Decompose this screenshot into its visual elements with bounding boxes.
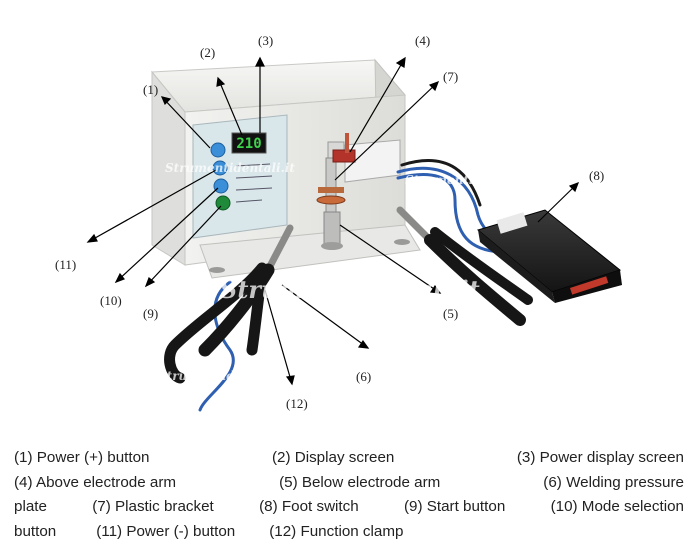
clamp-jaw [264, 224, 294, 274]
product-photo: 210 [55, 33, 622, 412]
foot-switch-label [496, 212, 528, 234]
mode-selection-button[interactable] [213, 178, 229, 194]
watermark-text: Strumentidentali.it [405, 173, 535, 187]
arrowhead [428, 80, 440, 92]
caption-item-start-button: (9) Start button [403, 498, 506, 515]
function-clamp [164, 224, 294, 384]
welding-pressure-plate [316, 195, 346, 205]
callout-line-5 [339, 224, 441, 294]
arrowhead [144, 277, 156, 288]
callout-number-4: (4) [415, 33, 430, 48]
clamp-grip-black [164, 262, 268, 384]
machine-foot-right [394, 239, 410, 245]
panel-text-line [235, 175, 273, 179]
display-screen [231, 132, 267, 154]
caption-item-power-plus: (1) Power (+) button [14, 449, 150, 466]
arrowhead [395, 56, 406, 68]
above-electrode-arm [332, 149, 356, 163]
foot-switch [476, 209, 622, 303]
black-cable [400, 159, 482, 207]
caption-item-welding-pressure: (6) Welding pressure [543, 473, 684, 491]
watermark-text: Strumentidentali.it [220, 275, 480, 304]
caption-item-plate: plate [14, 498, 47, 515]
caption-line: (4) Above electrode arm (5) Below electr… [14, 471, 684, 496]
callout-line-10 [115, 187, 219, 283]
panel-text-line [235, 163, 271, 167]
arrowhead [429, 284, 442, 294]
machine-foot-left [209, 267, 225, 273]
callout-line-11 [87, 169, 217, 243]
caption-line: plate (7) Plastic bracket (8) Foot switc… [14, 495, 684, 520]
start-button[interactable] [215, 195, 231, 211]
callout-line-7 [334, 81, 439, 181]
watermark-text: Strumentidentali.it [360, 391, 490, 405]
arrowhead [160, 96, 172, 106]
caption-item-function-clamp: (12) Function clamp [269, 522, 404, 540]
watermarks: Strumentidentali.it Strumentidentali.it … [158, 161, 535, 405]
callout-number-3: (3) [258, 33, 273, 48]
caption-line: (1) Power (+) button (2) Display screen … [14, 446, 684, 471]
arrowhead [357, 339, 370, 349]
caption-item-button: button [14, 522, 57, 540]
arrowhead [255, 56, 265, 67]
pliers-grip-black [424, 234, 526, 326]
legend-caption: (1) Power (+) button (2) Display screen … [14, 446, 684, 544]
callout-line-6 [281, 284, 369, 349]
callout-line-8 [537, 182, 579, 223]
callout-number-10: (10) [100, 293, 122, 308]
blue-cable [198, 280, 235, 412]
callout-number-9: (9) [143, 306, 158, 321]
caption-item-plastic-bracket: (7) Plastic bracket [92, 498, 214, 515]
pliers-jaw [396, 206, 434, 244]
pliers-grip-black [430, 227, 533, 305]
display-readout: 210 [236, 136, 261, 152]
arrowhead [86, 233, 98, 243]
callout-number-11: (11) [55, 257, 76, 272]
electrode-assembly [316, 133, 401, 250]
below-electrode-arm-pliers [396, 206, 533, 326]
arrowhead [216, 76, 226, 87]
callout-line-9 [145, 205, 222, 287]
caption-item-mode-selection: (10) Mode selection [550, 498, 684, 515]
callout-line-2 [217, 77, 243, 136]
front-control-panel: 210 [192, 114, 288, 239]
caption-item-power-display-screen: (3) Power display screen [516, 449, 684, 466]
callout-line-4 [349, 57, 406, 153]
watermark-text: Strumentidentali.it [158, 369, 288, 383]
callout-line-1 [161, 96, 211, 149]
callout-number-7: (7) [443, 69, 458, 84]
callout-number-5: (5) [443, 306, 458, 321]
foot-switch-warning-label [570, 276, 609, 295]
panel-text-line [235, 187, 273, 191]
callout-line-12 [264, 289, 293, 385]
callout-numbers: (1) (2) (3) (4) (7) (8) (11) (10) (9) (5… [55, 33, 604, 411]
power-minus-button[interactable] [212, 160, 228, 176]
electrode-tip [345, 133, 349, 153]
callout-number-8: (8) [589, 168, 604, 183]
callout-number-1: (1) [143, 82, 158, 97]
callout-number-12: (12) [286, 396, 308, 411]
caption-item-display-screen: (2) Display screen [271, 449, 395, 466]
caption-item-above-electrode-arm: (4) Above electrode arm [14, 473, 177, 491]
arrowhead [568, 181, 580, 193]
watermark-text: Strumentidentali.it [165, 161, 295, 175]
blue-cable [396, 173, 502, 254]
electrode-base [321, 242, 343, 250]
caption-line: button (11) Power (-) button (12) Functi… [14, 520, 684, 545]
callout-number-2: (2) [200, 45, 215, 60]
clamp-grip-black [246, 266, 268, 356]
caption-item-power-minus: (11) Power (-) button [96, 522, 236, 540]
below-electrode-support [323, 211, 341, 247]
panel-text-line [235, 199, 263, 203]
caption-item-foot-switch: (8) Foot switch [259, 498, 359, 515]
callout-number-6: (6) [356, 369, 371, 384]
callout-lines [86, 56, 580, 386]
arrowhead [285, 375, 295, 386]
arrowhead [114, 272, 125, 284]
caption-item-below-electrode-arm: (5) Below electrode arm [279, 473, 441, 491]
power-plus-button[interactable] [210, 142, 226, 158]
foot-switch-front [478, 230, 555, 303]
electrode-holder [318, 187, 344, 193]
